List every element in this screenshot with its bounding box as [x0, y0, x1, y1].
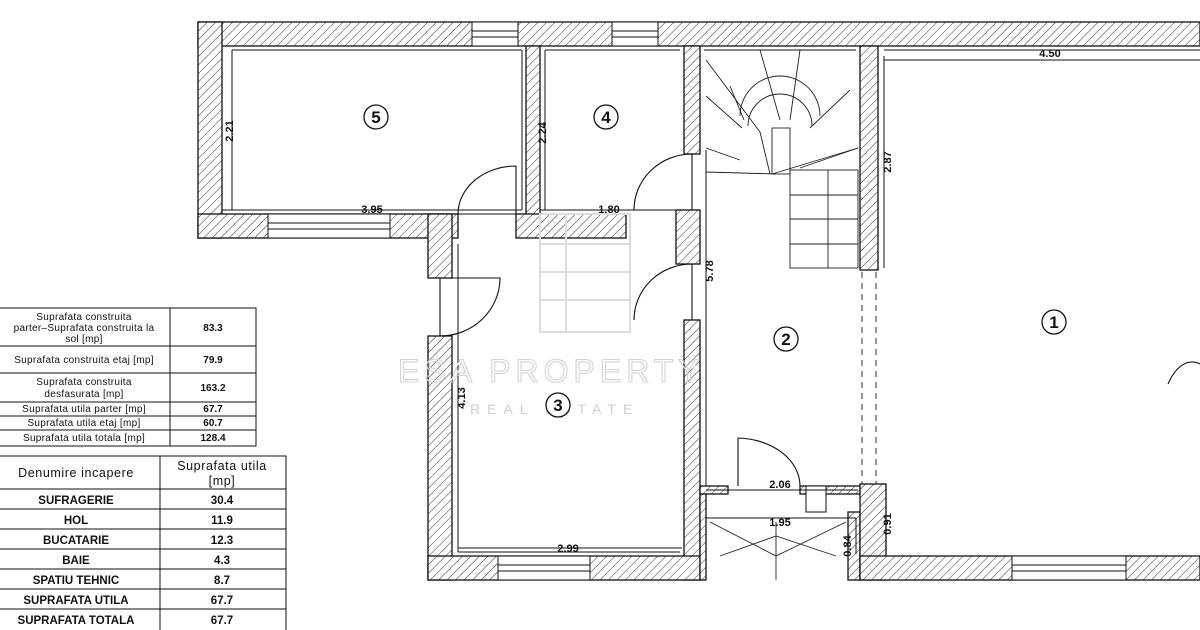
watermark-logo-icon [539, 213, 631, 333]
dimension-labels: 4.50 2.21 2.24 3.95 1.80 2.87 5.78 4.13 … [224, 48, 1061, 557]
rooms-row: HOL 11.9 [64, 515, 233, 527]
dim-287: 2.87 [882, 151, 894, 172]
watermark-line1: ESA PROPERTY [398, 353, 705, 389]
room-area: 12.3 [211, 535, 233, 547]
summary-table: Suprafata construita parter–Suprafata co… [0, 307, 257, 447]
summary-value: 83.3 [203, 323, 223, 334]
rooms-row: BAIE 4.3 [62, 555, 230, 567]
windows [267, 21, 1127, 581]
dim-578: 5.78 [704, 260, 716, 281]
rooms-header-area-unit: [mp] [209, 474, 236, 488]
rooms-header-area: Suprafata utila [177, 459, 267, 473]
summary-row-1: Suprafata construita parter–Suprafata co… [14, 312, 224, 345]
room-number-1: 1 [1049, 313, 1058, 332]
rooms-row: SPATIU TEHNIC 8.7 [33, 575, 230, 587]
room-area: 8.7 [214, 575, 230, 587]
room-area: 30.4 [211, 495, 234, 507]
room-area: 67.7 [211, 595, 233, 607]
summary-label: Suprafata utila parter [mp] [22, 404, 146, 415]
window-bottom-room5 [267, 213, 391, 239]
summary-value: 67.7 [203, 404, 223, 415]
room-number-3: 3 [553, 396, 562, 415]
summary-value: 79.9 [203, 355, 223, 366]
room-area: 67.7 [211, 615, 233, 627]
room-number-4: 4 [601, 108, 611, 127]
door-room5 [457, 165, 517, 215]
window-bath [805, 485, 827, 513]
room-number-2: 2 [781, 330, 790, 349]
dim-091: 0.91 [882, 513, 894, 534]
doors [439, 153, 1200, 487]
walls [197, 21, 1200, 581]
summary-label: parter–Suprafata construita la [14, 323, 155, 334]
summary-label: Suprafata utila etaj [mp] [27, 418, 140, 429]
rooms-row: SUPRAFATA UTILA 67.7 [23, 595, 233, 607]
door-bath [737, 437, 801, 487]
room-area: 11.9 [211, 515, 233, 527]
room-number-5: 5 [371, 108, 380, 127]
opening-lines [861, 272, 877, 484]
summary-row-4: Suprafata utila parter [mp] 67.7 [22, 404, 223, 415]
dim-180: 1.80 [598, 204, 619, 216]
dim-450: 4.50 [1039, 48, 1060, 60]
summary-value: 60.7 [203, 418, 223, 429]
dim-084: 0.84 [842, 534, 854, 556]
rooms-row: SUFRAGERIE 30.4 [38, 495, 233, 507]
staircase [705, 49, 859, 269]
summary-row-2: Suprafata construita etaj [mp] 79.9 [14, 355, 223, 366]
summary-label: Suprafata utila totala [mp] [23, 433, 145, 444]
room-name: BUCATARIE [43, 535, 109, 547]
summary-label: Suprafata construita etaj [mp] [14, 355, 154, 366]
summary-label: Suprafata construita [36, 312, 132, 323]
room-name: SUPRAFATA TOTALA [18, 615, 135, 627]
room-name: HOL [64, 515, 88, 527]
dim-221: 2.21 [224, 120, 236, 141]
dim-395: 3.95 [361, 204, 382, 216]
room-name: BAIE [62, 555, 90, 567]
room-labels: 1 2 3 4 5 [363, 104, 1067, 418]
summary-value: 163.2 [200, 383, 225, 394]
room-name: SUPRAFATA UTILA [23, 595, 128, 607]
window-top-room5 [471, 21, 519, 47]
summary-row-5: Suprafata utila etaj [mp] 60.7 [27, 418, 223, 429]
window-top-room4 [611, 21, 659, 47]
dim-413: 4.13 [456, 387, 468, 408]
rooms-row: BUCATARIE 12.3 [43, 535, 233, 547]
summary-label: Suprafata construita [36, 377, 132, 388]
rooms-header-name: Denumire incapere [18, 466, 134, 480]
room-name: SUFRAGERIE [38, 495, 114, 507]
summary-value: 128.4 [200, 433, 225, 444]
dimension-lines [222, 54, 1200, 554]
entry-stairs [709, 521, 847, 580]
door-kitchen-left [439, 277, 501, 337]
dim-195: 1.95 [769, 517, 790, 529]
summary-row-3: Suprafata construita desfasurata [mp] 16… [36, 377, 226, 400]
room-area: 4.3 [214, 555, 230, 567]
summary-label: desfasurata [mp] [44, 389, 123, 400]
rooms-row: SUPRAFATA TOTALA 67.7 [18, 615, 234, 627]
window-bottom-kitchen [497, 555, 591, 581]
dim-224: 2.24 [537, 121, 549, 143]
window-bottom-living [1011, 555, 1127, 581]
summary-row-6: Suprafata utila totala [mp] 128.4 [23, 433, 226, 444]
door-room4 [633, 153, 693, 211]
dim-299: 2.99 [557, 543, 578, 555]
door-kitchen-right [633, 263, 693, 321]
door-living [1167, 361, 1200, 385]
room-name: SPATIU TEHNIC [33, 575, 119, 587]
rooms-table: Denumire incapere Suprafata utila [mp] S… [0, 455, 287, 630]
summary-label: sol [mp] [65, 334, 102, 345]
dim-206: 2.06 [769, 479, 790, 491]
